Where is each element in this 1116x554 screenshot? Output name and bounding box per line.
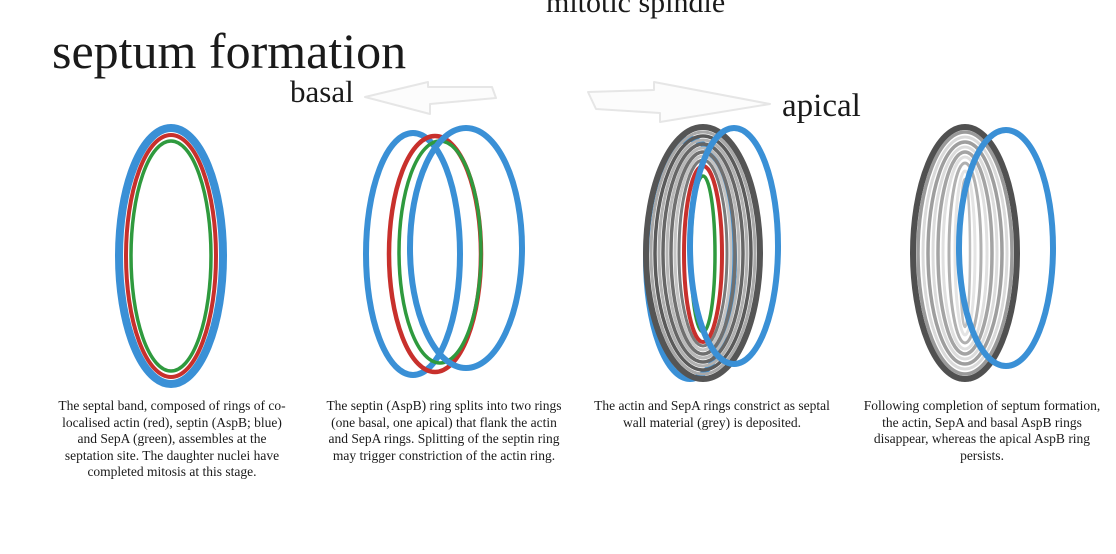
apical-label: apical	[782, 88, 861, 124]
stage-3-caption: The actin and SepA rings constrict as se…	[594, 398, 830, 430]
mitotic-spindle-label: mitotic spindle	[546, 0, 726, 19]
wall-layer	[653, 134, 753, 372]
sepa-ring	[129, 139, 213, 373]
wall-layer	[941, 155, 989, 351]
apical-septin-ring	[687, 125, 781, 367]
apical-septin-ring	[956, 127, 1056, 369]
stage-2-caption: The septin (AspB) ring splits into two r…	[326, 398, 562, 463]
basal-label: basal	[290, 74, 354, 109]
stage-1-caption: The septal band, composed of rings of co…	[58, 398, 286, 479]
actin-ring	[124, 133, 218, 379]
wall-layer	[953, 169, 977, 337]
wall-layer	[921, 135, 1009, 371]
apical-arrow-shape	[587, 81, 771, 123]
basal-arrow-shape	[364, 81, 497, 115]
septin-ring	[115, 124, 227, 388]
wall-layer	[926, 140, 1004, 366]
wall-layer	[910, 124, 1020, 382]
wall-layer	[916, 130, 1014, 376]
septal-wall-material	[910, 124, 1020, 382]
basal-septin-ring	[363, 130, 463, 378]
wall-layer	[661, 142, 745, 364]
wall-layer	[931, 145, 999, 361]
stage-1-septal-band	[115, 124, 227, 388]
apical-septin-ring	[407, 125, 525, 371]
wall-layer	[643, 124, 763, 382]
spindle-arrows	[364, 81, 771, 123]
wall-layer	[947, 161, 983, 345]
wall-layer	[657, 138, 749, 368]
stage-4-completed-septum	[910, 124, 1056, 382]
wall-layer	[936, 150, 994, 356]
stage-3-constriction	[643, 124, 781, 382]
wall-layer	[677, 158, 729, 348]
page-title: septum formation	[52, 23, 407, 79]
wall-layer	[649, 130, 757, 376]
wall-layer	[669, 150, 737, 356]
stage-2-split-septin	[363, 125, 525, 378]
wall-layer	[665, 146, 741, 360]
stage-4-caption: Following completion of septum formation…	[863, 398, 1101, 463]
